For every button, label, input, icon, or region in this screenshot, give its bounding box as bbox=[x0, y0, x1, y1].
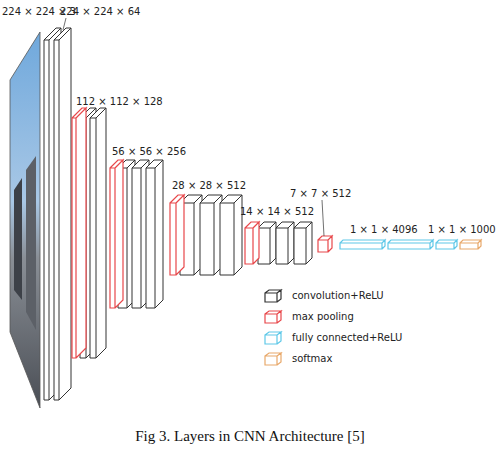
swatch-outline bbox=[265, 311, 281, 323]
legend-swatch bbox=[262, 351, 284, 367]
dimension-label: 28 × 28 × 512 bbox=[172, 180, 246, 191]
dimension-label: 224 × 224 × 64 bbox=[60, 6, 140, 17]
swatch-outline bbox=[265, 332, 281, 344]
fc-layers bbox=[340, 240, 457, 249]
input-image bbox=[10, 32, 40, 408]
legend-text: max pooling bbox=[292, 311, 354, 322]
dimension-label: 56 × 56 × 256 bbox=[112, 146, 186, 157]
swatch-box bbox=[262, 309, 284, 325]
softmax-layer bbox=[460, 240, 481, 249]
swatch-outline bbox=[265, 290, 281, 302]
legend-text: fully connected+ReLU bbox=[292, 332, 402, 343]
legend-swatch bbox=[262, 330, 284, 346]
legend-text: softmax bbox=[292, 353, 332, 364]
leader-lines bbox=[63, 18, 324, 236]
dimension-label: 14 × 14 × 512 bbox=[240, 206, 314, 217]
dimension-label: 112 × 112 × 128 bbox=[76, 96, 163, 107]
dimension-label: 1 × 1 × 4096 bbox=[350, 224, 418, 235]
swatch-box bbox=[262, 330, 284, 346]
dimension-label: 7 × 7 × 512 bbox=[290, 188, 351, 199]
dimension-label: 1 × 1 × 1000 bbox=[428, 224, 496, 235]
legend-text: convolution+ReLU bbox=[292, 290, 384, 301]
legend-swatch bbox=[262, 309, 284, 325]
figure-caption: Fig 3. Layers in CNN Architecture [5] bbox=[0, 428, 500, 445]
legend-swatch bbox=[262, 288, 284, 304]
swatch-box bbox=[262, 351, 284, 367]
swatch-box bbox=[262, 288, 284, 304]
swatch-outline bbox=[265, 353, 281, 365]
